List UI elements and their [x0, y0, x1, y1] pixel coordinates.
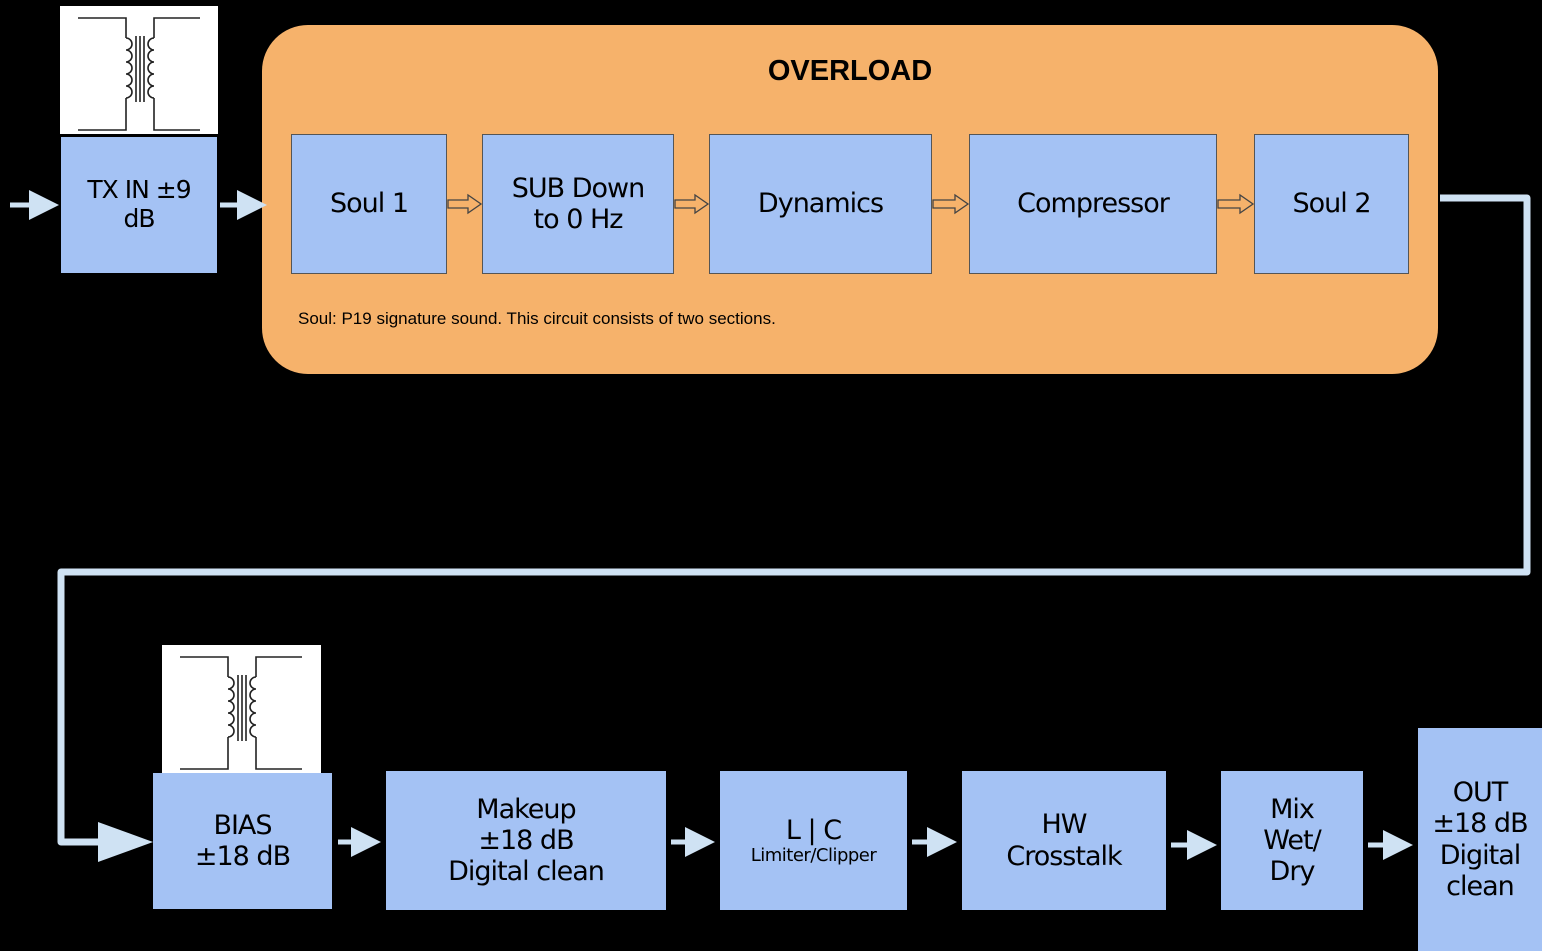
arrow-soul1-to-sub	[447, 193, 483, 215]
compressor-block: Compressor	[969, 134, 1217, 274]
hw-crosstalk-block: HW Crosstalk	[962, 771, 1166, 910]
mix-line1: Mix	[1270, 793, 1315, 825]
makeup-block: Makeup ±18 dB Digital clean	[386, 771, 666, 910]
bias-block: BIAS ±18 dB	[153, 773, 332, 909]
bias-line1: BIAS	[213, 809, 272, 841]
dynamics-block: Dynamics	[709, 134, 932, 274]
tx-in-line2: dB	[123, 204, 155, 233]
out-line3: Digital	[1439, 839, 1522, 871]
out-block: OUT ±18 dB Digital clean	[1418, 728, 1542, 951]
soul-2-block: Soul 2	[1254, 134, 1409, 274]
hw-line1: HW	[1041, 809, 1087, 841]
lc-line2: Limiter/Clipper	[750, 844, 877, 866]
dynamics-label: Dynamics	[757, 188, 884, 220]
soul-2-label: Soul 2	[1292, 188, 1371, 220]
mix-line3: Dry	[1269, 856, 1316, 888]
hollow-arrows	[447, 193, 1255, 215]
arrow-dynamics-to-compressor	[932, 193, 970, 215]
overload-note: Soul: P19 signature sound. This circuit …	[298, 309, 776, 328]
sub-down-block: SUB Down to 0 Hz	[482, 134, 674, 274]
overload-group-title: OVERLOAD	[767, 55, 933, 87]
arrow-compressor-to-soul2	[1217, 193, 1255, 215]
out-line4: clean	[1446, 870, 1515, 902]
mix-line2: Wet/	[1263, 824, 1321, 856]
sub-down-line1: SUB Down	[511, 172, 646, 204]
limiter-clipper-block: L | C Limiter/Clipper	[720, 771, 907, 910]
out-line2: ±18 dB	[1432, 808, 1528, 840]
hw-line2: Crosstalk	[1006, 840, 1122, 872]
makeup-line2: ±18 dB	[478, 824, 574, 856]
tx-in-line1: TX IN ±9	[87, 175, 191, 205]
compressor-label: Compressor	[1017, 188, 1170, 220]
makeup-line1: Makeup	[476, 793, 576, 825]
arrow-sub-to-dynamics	[674, 193, 710, 215]
lc-line1: L | C	[785, 814, 842, 846]
sub-down-line2: to 0 Hz	[533, 204, 624, 235]
mix-block: Mix Wet/ Dry	[1221, 771, 1363, 910]
bias-line2: ±18 dB	[194, 841, 291, 872]
makeup-line3: Digital clean	[448, 856, 605, 888]
return-wire	[57, 194, 1531, 846]
transformer-icon	[162, 645, 321, 773]
out-line1: OUT	[1452, 777, 1509, 809]
transformer-icon	[60, 6, 218, 134]
soul-1-label: Soul 1	[329, 188, 409, 220]
tx-in-block: TX IN ±9 dB	[61, 137, 217, 273]
soul-1-block: Soul 1	[291, 134, 447, 274]
big-arrowhead	[98, 822, 153, 862]
